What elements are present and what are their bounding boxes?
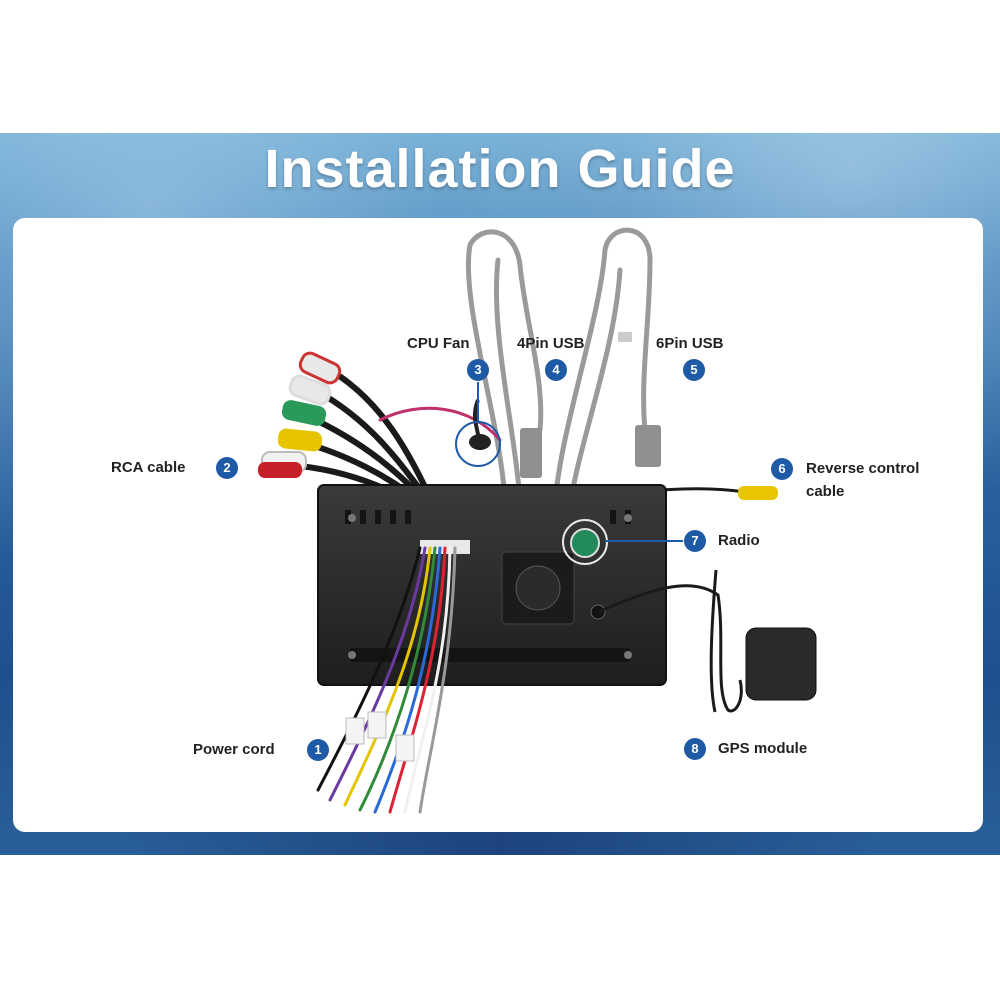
badge-7: 7: [684, 530, 706, 552]
badge-4: 4: [545, 359, 567, 381]
badge-2: 2: [216, 457, 238, 479]
fan-hub: [515, 565, 561, 611]
rca-plugs: [258, 351, 342, 478]
badge-5: 5: [683, 359, 705, 381]
page-title: Installation Guide: [264, 139, 736, 199]
badge-6: 6: [771, 458, 793, 480]
badge-1: 1: [307, 739, 329, 761]
reverse-rca-plug: [738, 486, 778, 500]
badge-3: 3: [467, 359, 489, 381]
gps-antenna-puck: [745, 627, 817, 701]
power-cord-wires: [316, 546, 457, 814]
label-gps-module: GPS module: [718, 740, 808, 757]
label-6pin-usb: 6Pin USB: [656, 335, 724, 352]
usb-6pin-cable: [552, 227, 653, 508]
gps-cable: [597, 584, 743, 713]
usb-4pin-plug: [520, 428, 542, 478]
label-reverse-control: Reverse control: [806, 460, 920, 477]
label-radio: Radio: [718, 532, 760, 549]
badge-8: 8: [684, 738, 706, 760]
label-rca-cable: RCA cable: [111, 459, 186, 476]
panel-screws: [348, 514, 632, 659]
cpu-fan-connector: [469, 434, 491, 450]
label-cpu-fan: CPU Fan: [407, 335, 470, 352]
wire-tag: [395, 734, 415, 762]
wire-tag: [367, 711, 387, 739]
label-4pin-usb: 4Pin USB: [517, 335, 585, 352]
radio-antenna-port: [570, 528, 600, 558]
label-reverse-control-line2: cable: [806, 483, 845, 500]
usb-6pin-plug: [635, 425, 661, 467]
usb-4pin-cable: [465, 229, 544, 503]
wire-tag: [345, 717, 365, 745]
label-power-cord: Power cord: [193, 741, 275, 758]
usb-tag: [618, 332, 632, 342]
leader-lines: [477, 382, 683, 542]
